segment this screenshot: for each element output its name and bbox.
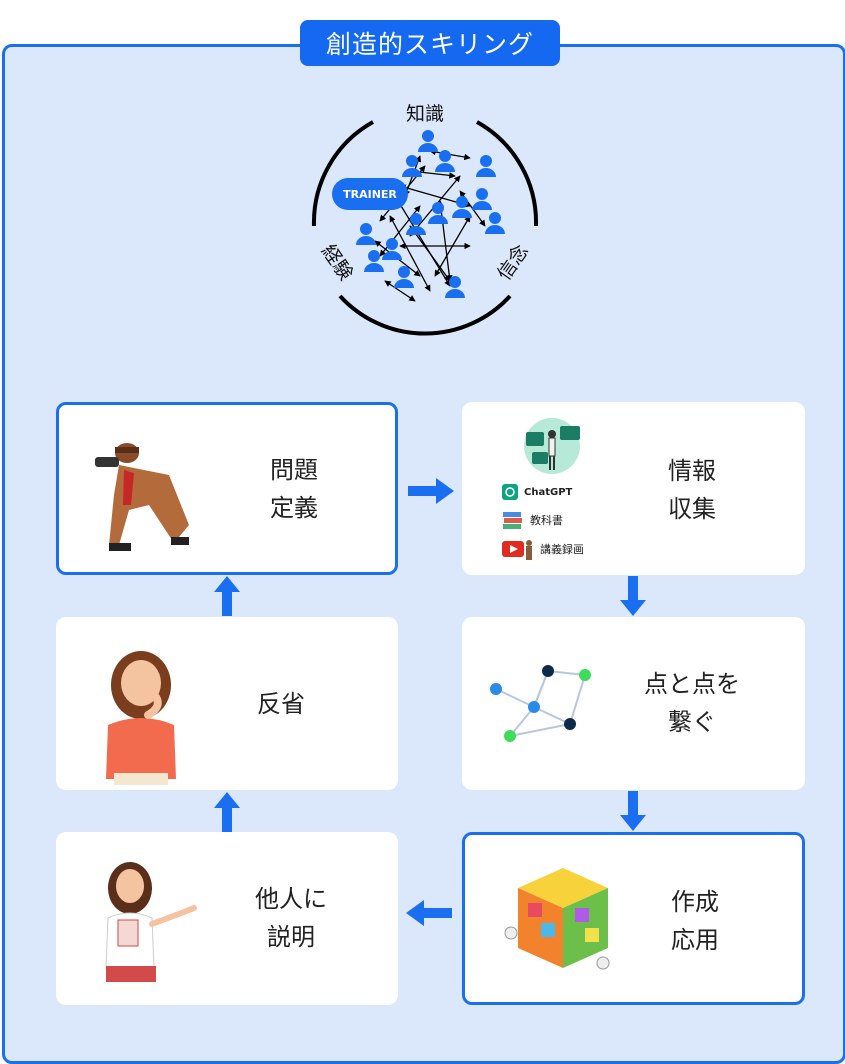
card-problem-definition: 問題定義 (56, 402, 398, 575)
explain-to-others-label: 他人に説明 (255, 885, 327, 951)
source-chatgpt: ChatGPT (502, 484, 572, 500)
information-people-icon (524, 418, 580, 474)
experience-label: 経験 (317, 241, 357, 285)
network-arrows (374, 148, 486, 302)
arrow-down-icon (620, 791, 646, 831)
source-lecture-recording: 講義録画 (502, 536, 584, 562)
arrow-up-icon (214, 576, 240, 616)
network-graph-icon (490, 665, 591, 742)
arrow-up-icon (214, 792, 240, 832)
information-gathering-label: 情報収集 (668, 457, 716, 523)
trainer-pill (332, 178, 408, 210)
knowledge-label: 知識 (406, 103, 444, 125)
arrow-right-icon (408, 478, 454, 504)
people-nodes (356, 130, 505, 298)
cycle-arc-left (311, 120, 374, 227)
knowledge-network-diagram: TRAINER 知識 経験 信念 (311, 103, 539, 336)
chatgpt-icon (502, 484, 518, 500)
arrow-left-icon (406, 900, 452, 926)
card-information-gathering: ChatGPT 教科書 講義録画 情報収集 (462, 402, 805, 575)
video-play-icon (502, 540, 532, 560)
card-create-apply: 作成応用 (462, 832, 805, 1005)
card-connect-the-dots: 点と点を繋ぐ (462, 617, 805, 790)
card-reflection: 反省 (56, 617, 398, 790)
page-title: 創造的スキリング (300, 20, 560, 66)
belief-label: 信念 (492, 240, 533, 284)
arrow-down-icon (620, 576, 646, 616)
reflection-label: 反省 (257, 690, 305, 718)
create-apply-label: 作成応用 (671, 888, 719, 954)
connect-the-dots-label: 点と点を繋ぐ (644, 670, 740, 736)
books-icon (503, 512, 522, 529)
card-explain-to-others: 他人に説明 (56, 832, 398, 1005)
source-textbook: 教科書 (502, 510, 563, 530)
cycle-arc-right (476, 120, 539, 227)
detective-binoculars-icon (95, 443, 189, 551)
puzzle-cube-icon (504, 868, 610, 970)
trainer-label: TRAINER (343, 188, 397, 201)
cycle-arc-bottom (338, 294, 512, 336)
problem-definition-label: 問題定義 (270, 456, 318, 522)
presenter-woman-icon (105, 862, 197, 982)
thinking-woman-icon (106, 651, 176, 785)
